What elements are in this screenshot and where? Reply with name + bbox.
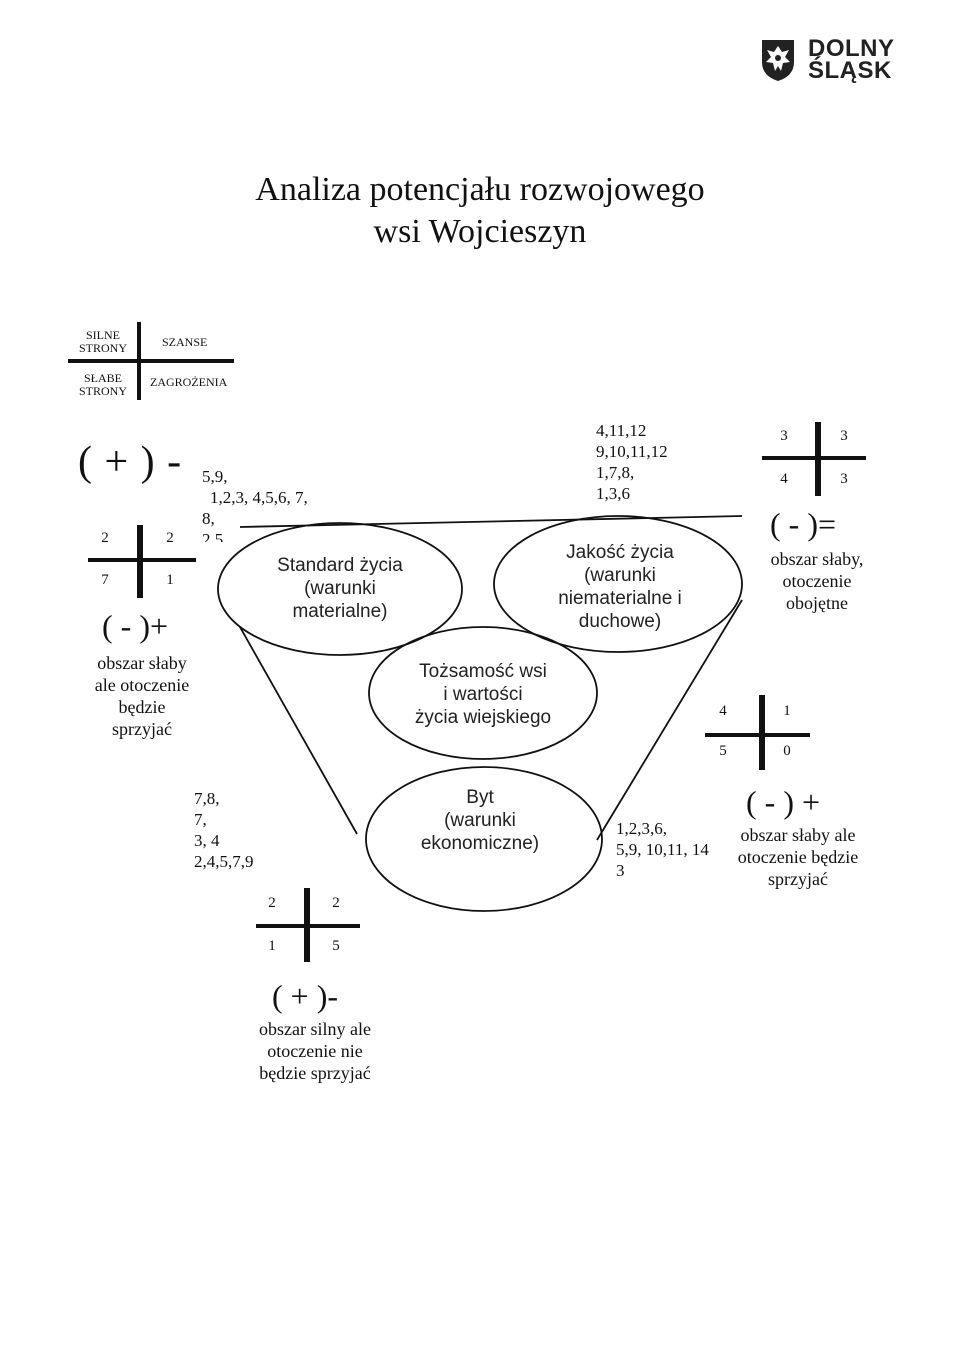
bottom-left-desc-line2: otoczenie nie bbox=[267, 1041, 363, 1061]
top-right-cross-tr: 3 bbox=[840, 428, 848, 444]
eagle-emblem-icon bbox=[762, 40, 794, 81]
bottom-right-num-line2: 5,9, 10,11, 14 bbox=[616, 840, 709, 859]
bottom-right-num-line3: 3 bbox=[616, 861, 625, 880]
top-right-cross-br: 3 bbox=[840, 471, 848, 487]
top-left-desc-line3: będzie bbox=[118, 697, 166, 717]
page-subtitle: wsi Wojcieszyn bbox=[373, 213, 587, 250]
legend-strong-line2: STRONY bbox=[78, 341, 127, 355]
bottom-right-desc-line2: otoczenie będzie bbox=[737, 847, 859, 867]
bottom-left-sign: ( + )- bbox=[272, 978, 339, 1014]
tozsamosc-line1: Tożsamość wsi bbox=[419, 661, 547, 682]
top-left-sign: ( - )+ bbox=[102, 608, 169, 644]
bottom-right-cross-tr: 1 bbox=[783, 703, 791, 719]
jakosc-line2: (warunki bbox=[584, 565, 656, 586]
bottom-right-cross-bl: 5 bbox=[719, 743, 727, 759]
bottom-right-cross-tl: 4 bbox=[719, 703, 727, 719]
byt-ellipse bbox=[365, 766, 603, 912]
top-left-desc-line4: sprzyjać bbox=[112, 719, 172, 739]
tozsamosc-line3: życia wiejskiego bbox=[414, 707, 552, 728]
bottom-right-desc-line3: sprzyjać bbox=[768, 869, 828, 889]
legend-weak-sides: SŁABE STRONY bbox=[72, 372, 134, 398]
logo-word-dolny: DOLNY bbox=[808, 35, 895, 62]
bottom-left-num-line1: 7,8, bbox=[194, 789, 220, 808]
top-right-num-line4: 1,3,6 bbox=[596, 484, 630, 503]
jakosc-ellipse bbox=[493, 515, 743, 653]
standard-line1: Standard życia bbox=[277, 555, 403, 576]
top-left-num-line3: 8, bbox=[202, 509, 215, 528]
top-left-cross-br: 1 bbox=[166, 572, 174, 588]
bottom-right-sign: ( - ) + bbox=[746, 784, 821, 820]
bottom-right-desc-line1: obszar słaby ale bbox=[740, 825, 856, 845]
bottom-right-description: obszar słaby ale otoczenie będzie sprzyj… bbox=[726, 824, 870, 890]
top-right-num-line3: 1,7,8, bbox=[596, 463, 635, 482]
bottom-right-numbers: 1,2,3,6, 5,9, 10,11, 14 3 bbox=[616, 818, 709, 881]
bottom-left-num-line4: 2,4,5,7,9 bbox=[194, 852, 254, 871]
bottom-left-numbers: 7,8, 7, 3, 4 2,4,5,7,9 bbox=[194, 788, 254, 872]
legend-strong-line1: SILNE bbox=[86, 328, 120, 342]
top-right-cross-bl: 4 bbox=[780, 471, 788, 487]
jakosc-line4: duchowe) bbox=[578, 611, 662, 632]
bottom-right-cross-br: 0 bbox=[783, 743, 791, 759]
standard-ellipse bbox=[217, 522, 463, 656]
top-right-desc-line3: obojętne bbox=[786, 593, 848, 613]
jakosc-zycia-label: Jakość życia (warunki niematerialne i du… bbox=[530, 541, 710, 633]
top-left-desc-line1: obszar słaby bbox=[97, 653, 187, 673]
top-left-cross-tr: 2 bbox=[166, 530, 174, 546]
top-left-cross-bl: 7 bbox=[101, 572, 109, 588]
byt-label: Byt (warunki ekonomiczne) bbox=[390, 786, 570, 855]
tozsamosc-ellipse bbox=[368, 626, 598, 760]
top-right-num-line2: 9,10,11,12 bbox=[596, 442, 668, 461]
top-left-header-sign: ( + ) - bbox=[78, 439, 183, 485]
dolny-slask-logo: DOLNY ŚLĄSK bbox=[760, 36, 900, 86]
bottom-left-cross-br: 5 bbox=[332, 938, 340, 954]
bottom-left-cross-tr: 2 bbox=[332, 895, 340, 911]
top-right-desc-line1: obszar słaby, bbox=[770, 549, 864, 569]
top-left-cross-tl: 2 bbox=[101, 530, 109, 546]
jakosc-line1: Jakość życia bbox=[566, 542, 674, 563]
top-left-num-line2: 1,2,3, 4,5,6, 7, bbox=[210, 488, 308, 507]
legend-weak-line1: SŁABE bbox=[83, 371, 122, 385]
legend-threats: ZAGROŻENIA bbox=[150, 375, 228, 389]
bottom-left-desc-line1: obszar silny ale bbox=[259, 1019, 371, 1039]
bottom-left-num-line2: 7, bbox=[194, 810, 207, 829]
top-right-num-line1: 4,11,12 bbox=[596, 421, 647, 440]
bottom-right-num-line1: 1,2,3,6, bbox=[616, 819, 667, 838]
standard-zycia-label: Standard życia (warunki materialne) bbox=[250, 554, 430, 623]
top-left-num-line1: 5,9, bbox=[202, 467, 228, 486]
top-right-desc-line2: otoczenie bbox=[782, 571, 852, 591]
top-right-sign: ( - )= bbox=[770, 506, 837, 542]
bottom-left-cross-bl: 1 bbox=[268, 938, 276, 954]
page-title: Analiza potencjału rozwojowego bbox=[255, 171, 705, 208]
bottom-left-desc-line3: będzie sprzyjać bbox=[259, 1063, 371, 1083]
top-right-description: obszar słaby, otoczenie obojętne bbox=[752, 548, 882, 614]
tozsamosc-line2: i wartości bbox=[443, 684, 523, 705]
logo-word-slask: ŚLĄSK bbox=[808, 57, 892, 84]
bottom-left-cross-tl: 2 bbox=[268, 895, 276, 911]
top-right-numbers: 4,11,12 9,10,11,12 1,7,8, 1,3,6 bbox=[596, 420, 668, 504]
bottom-left-description: obszar silny ale otoczenie nie będzie sp… bbox=[240, 1018, 390, 1084]
byt-line3: ekonomiczne) bbox=[420, 833, 540, 854]
jakosc-line3: niematerialne i bbox=[558, 588, 682, 609]
standard-line2: (warunki bbox=[304, 578, 376, 599]
bottom-left-num-line3: 3, 4 bbox=[194, 831, 220, 850]
top-right-cross-tl: 3 bbox=[780, 428, 788, 444]
top-left-numbers: 5,9, 1,2,3, 4,5,6, 7, 8, 2,5 bbox=[202, 466, 308, 542]
legend-strong-sides: SILNE STRONY bbox=[72, 329, 134, 355]
legend-weak-line2: STRONY bbox=[78, 384, 127, 398]
standard-line3: materialne) bbox=[292, 601, 388, 622]
byt-line2: (warunki bbox=[444, 810, 516, 831]
top-left-desc-line2: ale otoczenie bbox=[94, 675, 190, 695]
top-left-num-line4: 2,5 bbox=[202, 530, 224, 542]
tozsamosc-wsi-label: Tożsamość wsi i wartości życia wiejskieg… bbox=[393, 660, 573, 729]
byt-line1: Byt bbox=[466, 787, 494, 808]
legend-opportunities: SZANSE bbox=[162, 335, 208, 349]
top-left-description: obszar słaby ale otoczenie będzie sprzyj… bbox=[68, 652, 216, 740]
